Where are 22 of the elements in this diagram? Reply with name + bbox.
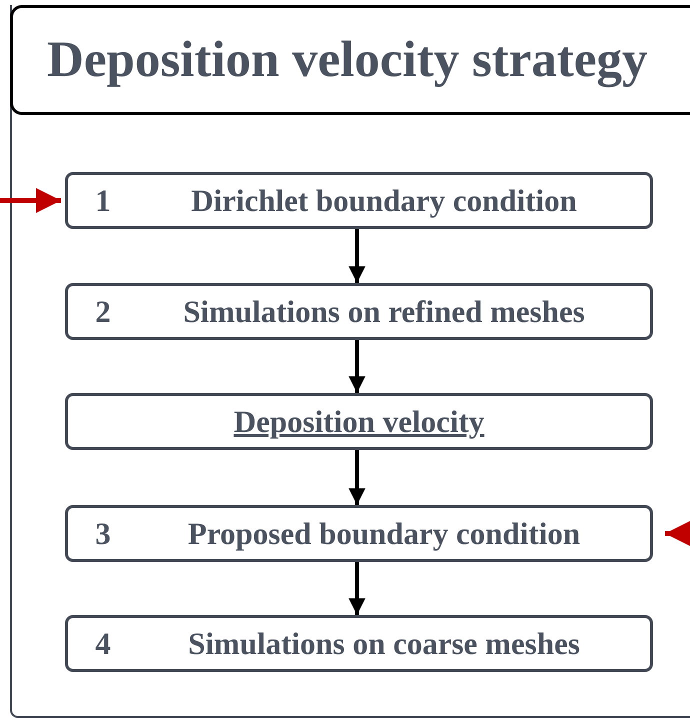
step-number: 2 [94, 296, 112, 327]
arrow [348, 562, 366, 615]
process-box [65, 283, 653, 340]
step-label: Simulations on coarse meshes [187, 628, 581, 659]
process-box [65, 505, 653, 562]
arrow [348, 229, 366, 283]
step-label: Proposed boundary condition [186, 518, 582, 549]
step-label: Dirichlet boundary condition [190, 185, 578, 216]
arrow [348, 340, 366, 393]
process-box [65, 615, 653, 672]
arrow [0, 188, 61, 213]
step-number: 4 [94, 628, 112, 659]
step-label: Simulations on refined meshes [182, 296, 586, 327]
step-number: 3 [94, 518, 112, 549]
step-number: 1 [94, 185, 112, 216]
arrow [348, 450, 366, 505]
process-box [65, 393, 653, 450]
arrow [665, 521, 690, 546]
panel [10, 5, 690, 718]
process-box [65, 172, 653, 229]
step-label: Deposition velocity [232, 406, 486, 437]
title: Deposition velocity strategy [47, 30, 648, 90]
